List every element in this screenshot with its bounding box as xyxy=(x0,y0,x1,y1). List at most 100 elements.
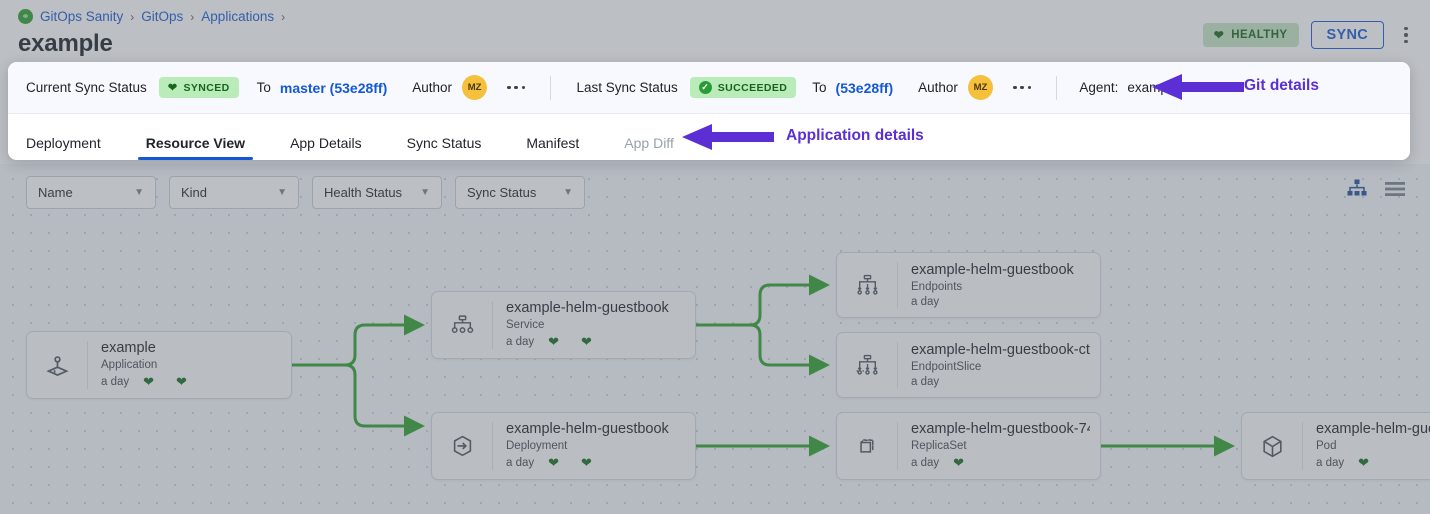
filter-sync-status-label: Sync Status xyxy=(467,185,536,200)
filter-health-status-label: Health Status xyxy=(324,185,402,200)
chevron-down-icon: ▼ xyxy=(563,187,573,198)
node-age: a day xyxy=(101,376,129,388)
tab-resource-view[interactable]: Resource View xyxy=(146,136,245,160)
current-revision-link[interactable]: master (53e28ff) xyxy=(280,80,387,96)
graph-node-deployment[interactable]: example-helm-guestbook Deployment a day … xyxy=(431,412,696,480)
node-body: example Application a day ❤ ❤ xyxy=(88,340,291,390)
tab-sync-status[interactable]: Sync Status xyxy=(407,136,482,160)
kebab-menu-icon[interactable] xyxy=(1396,24,1416,46)
pod-icon xyxy=(1242,433,1302,460)
endpointslice-icon xyxy=(837,353,897,378)
graph-node-service[interactable]: example-helm-guestbook Service a day ❤ ❤ xyxy=(431,291,696,359)
tree-view-icon[interactable] xyxy=(1346,178,1368,200)
filter-kind-label: Kind xyxy=(181,185,207,200)
node-meta: a day ❤ xyxy=(1316,455,1430,471)
node-meta: a day xyxy=(911,376,1090,388)
sync-heart-icon: ❤ xyxy=(176,374,187,390)
sync-heart-icon: ❤ xyxy=(581,455,592,471)
list-view-icon[interactable] xyxy=(1384,178,1406,200)
node-name: example-helm-guestbook xyxy=(911,262,1090,278)
graph-node-pod[interactable]: example-helm-guest Pod a day ❤ xyxy=(1241,412,1430,480)
current-author-label: Author xyxy=(412,80,452,95)
tab-app-details[interactable]: App Details xyxy=(290,136,362,160)
service-icon xyxy=(432,313,492,338)
node-kind: EndpointSlice xyxy=(911,361,1090,373)
node-meta: a day ❤ ❤ xyxy=(506,455,685,471)
node-meta: a day ❤ ❤ xyxy=(101,374,281,390)
sync-button[interactable]: SYNC xyxy=(1311,21,1385,49)
node-name: example-helm-guestbook-74... xyxy=(911,421,1090,437)
filter-name[interactable]: Name ▼ xyxy=(26,176,156,209)
last-sync-status-value: SUCCEEDED xyxy=(718,82,788,94)
node-body: example-helm-guestbook Endpoints a day xyxy=(898,262,1100,308)
agent-label: Agent: xyxy=(1079,80,1118,95)
last-sync-more-icon[interactable] xyxy=(1013,86,1031,90)
status-badge-label: HEALTHY xyxy=(1231,29,1287,41)
node-age: a day xyxy=(506,457,534,469)
endpoints-icon xyxy=(837,273,897,298)
node-meta: a day ❤ xyxy=(911,455,1090,471)
node-name: example xyxy=(101,340,281,356)
application-icon xyxy=(27,352,87,379)
node-name: example-helm-guestbook xyxy=(506,421,685,437)
filter-sync-status[interactable]: Sync Status ▼ xyxy=(455,176,585,209)
filter-health-status[interactable]: Health Status ▼ xyxy=(312,176,442,209)
divider xyxy=(1056,76,1057,100)
last-sync-status-badge: ✓ SUCCEEDED xyxy=(690,77,797,98)
graph-node-application[interactable]: example Application a day ❤ ❤ xyxy=(26,331,292,399)
sync-heart-icon: ❤ xyxy=(581,334,592,350)
node-age: a day xyxy=(911,296,939,308)
graph-node-endpointslice[interactable]: example-helm-guestbook-ct... EndpointSli… xyxy=(836,332,1101,398)
avatar[interactable]: MZ xyxy=(462,75,487,100)
node-kind: Pod xyxy=(1316,440,1430,452)
last-revision-link[interactable]: (53e28ff) xyxy=(836,80,894,96)
last-sync-status-label: Last Sync Status xyxy=(576,80,677,95)
deployment-icon xyxy=(432,433,492,460)
node-meta: a day xyxy=(911,296,1090,308)
health-heart-icon: ❤ xyxy=(953,455,964,471)
resource-graph-canvas[interactable]: Name ▼ Kind ▼ Health Status ▼ Sync Statu… xyxy=(0,164,1430,514)
avatar[interactable]: MZ xyxy=(968,75,993,100)
filter-name-label: Name xyxy=(38,185,73,200)
breadcrumb-item-applications[interactable]: Applications xyxy=(201,9,274,24)
graph-node-replicaset[interactable]: example-helm-guestbook-74... ReplicaSet … xyxy=(836,412,1101,480)
node-kind: Deployment xyxy=(506,440,685,452)
divider xyxy=(550,76,551,100)
last-to-label: To xyxy=(812,80,826,95)
current-sync-status-label: Current Sync Status xyxy=(26,80,147,95)
tab-bar: Deployment Resource View App Details Syn… xyxy=(8,113,1410,160)
annotation-git-details: Git details xyxy=(1244,77,1319,95)
filter-kind[interactable]: Kind ▼ xyxy=(169,176,299,209)
node-body: example-helm-guestbook-ct... EndpointSli… xyxy=(898,342,1100,388)
status-badge-healthy[interactable]: ❤ HEALTHY xyxy=(1203,23,1299,47)
replicaset-icon xyxy=(837,433,897,459)
chevron-down-icon: ▼ xyxy=(134,187,144,198)
node-name: example-helm-guestbook xyxy=(506,300,685,316)
node-kind: Application xyxy=(101,359,281,371)
current-sync-status-badge: ❤ SYNCED xyxy=(159,77,239,98)
node-kind: ReplicaSet xyxy=(911,440,1090,452)
page-title: example xyxy=(18,30,113,58)
tab-manifest[interactable]: Manifest xyxy=(526,136,579,160)
breadcrumb: ⚭ GitOps Sanity › GitOps › Applications … xyxy=(18,9,285,24)
breadcrumb-separator: › xyxy=(190,10,194,24)
node-age: a day xyxy=(911,376,939,388)
node-age: a day xyxy=(911,457,939,469)
header-actions: ❤ HEALTHY SYNC xyxy=(1203,21,1416,49)
breadcrumb-item-gitops-sanity[interactable]: GitOps Sanity xyxy=(40,9,123,24)
node-body: example-helm-guestbook-74... ReplicaSet … xyxy=(898,421,1100,471)
annotation-application-details: Application details xyxy=(786,127,924,145)
node-name: example-helm-guestbook-ct... xyxy=(911,342,1090,358)
health-heart-icon: ❤ xyxy=(548,455,559,471)
graph-node-endpoints[interactable]: example-helm-guestbook Endpoints a day xyxy=(836,252,1101,318)
node-kind: Service xyxy=(506,319,685,331)
node-meta: a day ❤ ❤ xyxy=(506,334,685,350)
tab-app-diff: App Diff xyxy=(624,136,674,160)
breadcrumb-item-gitops[interactable]: GitOps xyxy=(141,9,183,24)
chevron-down-icon: ▼ xyxy=(420,187,430,198)
current-to-label: To xyxy=(257,80,271,95)
node-age: a day xyxy=(1316,457,1344,469)
tab-deployment[interactable]: Deployment xyxy=(26,136,101,160)
check-circle-icon: ✓ xyxy=(699,81,712,94)
current-sync-more-icon[interactable] xyxy=(507,86,525,90)
